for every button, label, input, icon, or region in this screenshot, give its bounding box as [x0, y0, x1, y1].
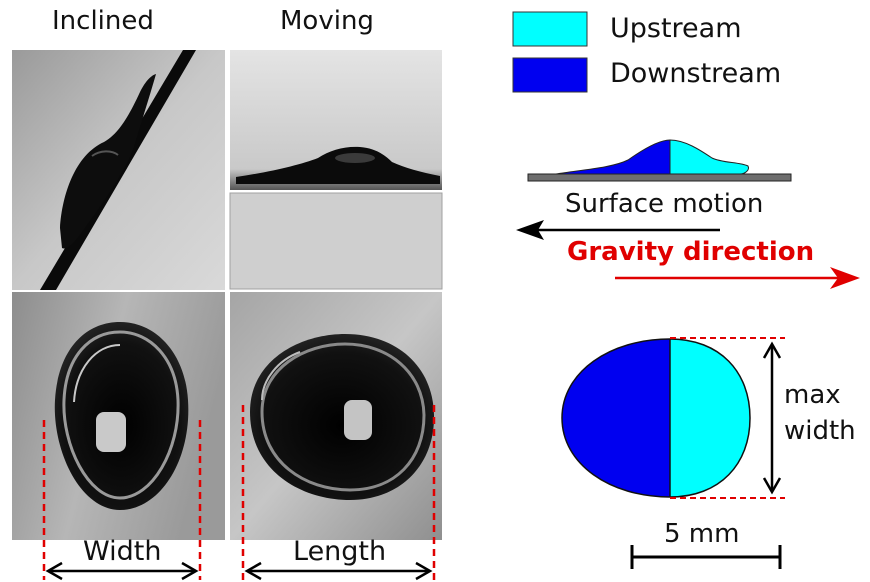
scale-bar-label: 5 mm [664, 519, 740, 549]
photo-moving-placeholder [229, 192, 443, 290]
length-dashed-markers [241, 405, 436, 580]
length-label: Length [293, 536, 387, 567]
photo-inclined-top [12, 292, 225, 540]
photo-inclined-side [12, 50, 225, 290]
surface-motion-label: Surface motion [565, 189, 764, 219]
legend-downstream-swatch [512, 57, 588, 93]
photo-moving-top [230, 292, 442, 540]
side-view-droplet-diagram [527, 139, 792, 182]
surface-motion-arrow-left-icon [516, 220, 720, 240]
length-double-arrow-icon [244, 561, 433, 581]
width-label: Width [83, 536, 162, 567]
legend-upstream-swatch [512, 11, 588, 47]
column-label-inclined: Inclined [52, 6, 154, 36]
legend-upstream-label: Upstream [610, 13, 742, 44]
top-view-droplet-diagram [561, 338, 751, 498]
max-width-dashed-markers [670, 337, 785, 499]
max-width-label-line2: width [784, 416, 856, 446]
photo-moving-side [230, 50, 442, 190]
gravity-arrow-right-icon [615, 267, 860, 289]
max-width-double-arrow-icon [762, 341, 782, 495]
width-dashed-markers [42, 420, 202, 580]
width-double-arrow-icon [45, 561, 199, 581]
legend-downstream-label: Downstream [610, 58, 782, 89]
scale-bar [630, 545, 782, 569]
column-label-moving: Moving [280, 6, 374, 36]
max-width-label-line1: max [784, 380, 841, 410]
gravity-direction-label: Gravity direction [567, 237, 815, 267]
